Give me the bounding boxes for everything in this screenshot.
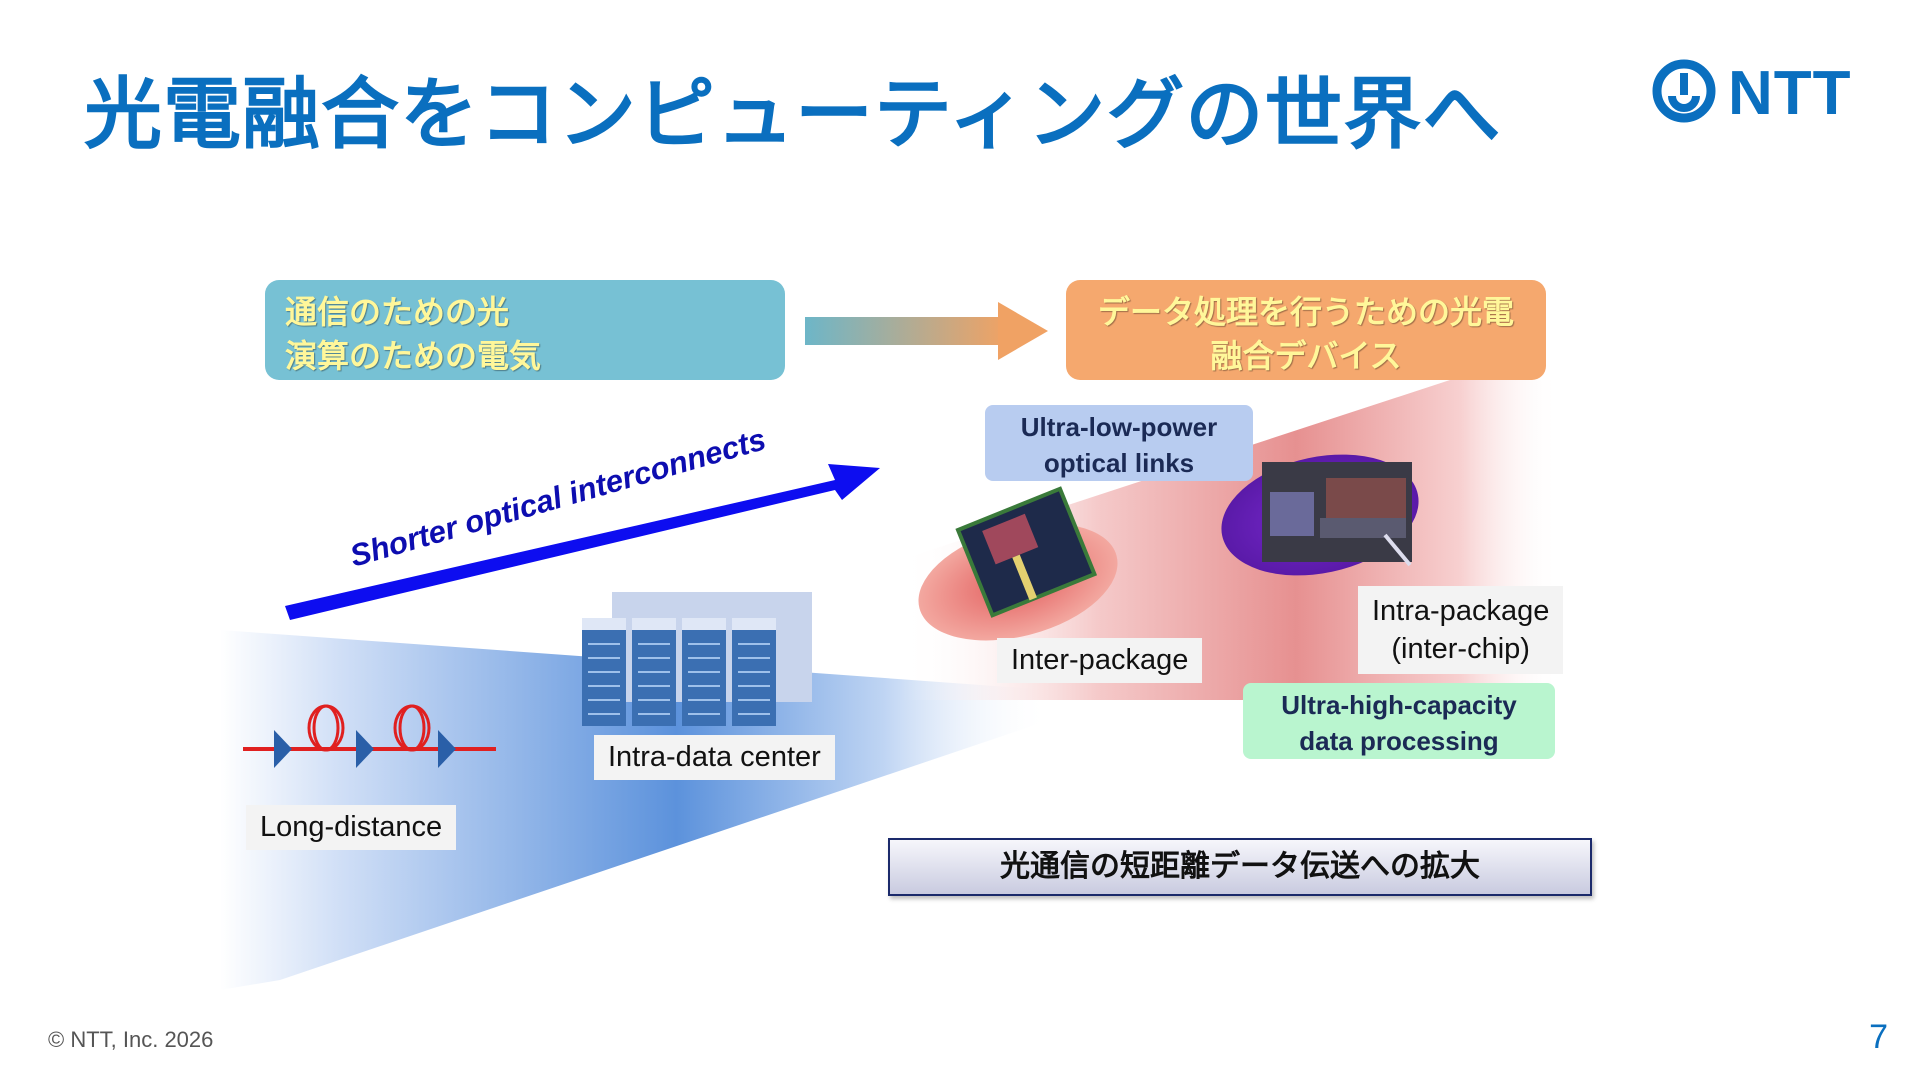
box-current-line2: 演算のための電気 xyxy=(285,337,542,375)
box-future: データ処理を行うための光電 融合デバイス xyxy=(1066,280,1546,380)
ultra-high-capacity-tag: Ultra-high-capacity data processing xyxy=(1243,683,1555,759)
tag-blue-line1: Ultra-low-power xyxy=(1020,412,1218,442)
box-future-line2: 融合デバイス xyxy=(1210,337,1402,375)
page-number: 7 xyxy=(1869,1018,1888,1056)
box-future-line1: データ処理を行うための光電 xyxy=(1097,293,1514,331)
box-current-line1: 通信のための光 xyxy=(285,293,510,331)
fiber-link-icon xyxy=(243,704,496,768)
ntt-logo-text: NTT xyxy=(1728,59,1852,128)
tag-green-line1: Ultra-high-capacity xyxy=(1281,690,1517,720)
shorter-interconnects-arrow xyxy=(285,464,880,620)
tag-green-line2: data processing xyxy=(1299,726,1499,756)
intra-package-line1: Intra-package xyxy=(1372,595,1550,627)
ntt-logo-mark-icon xyxy=(1652,59,1716,123)
inter-package-chip-icon xyxy=(955,486,1098,618)
summary-banner: 光通信の短距離データ伝送への拡大 xyxy=(888,838,1592,896)
intra-package-chip-icon xyxy=(1262,462,1412,567)
transition-arrow-head xyxy=(998,302,1048,360)
server-rack-icon xyxy=(582,592,812,726)
long-distance-label: Long-distance xyxy=(246,805,457,850)
intra-package-line2: (inter-chip) xyxy=(1391,633,1530,665)
intra-package-label: Intra-package (inter-chip) xyxy=(1358,586,1564,674)
page-title: 光電融合をコンピューティングの世界へ xyxy=(84,70,1502,160)
intra-data-center-label: Intra-data center xyxy=(594,735,835,780)
transition-arrow-body xyxy=(805,317,1005,345)
tag-blue-line2: optical links xyxy=(1043,448,1195,478)
ultra-low-power-tag: Ultra-low-power optical links xyxy=(985,405,1253,481)
box-current: 通信のための光 演算のための電気 xyxy=(265,280,785,380)
ntt-logo: NTT xyxy=(1650,56,1852,128)
copyright-footer: © NTT, Inc. 2026 xyxy=(48,1027,214,1052)
inter-package-label: Inter-package xyxy=(997,638,1203,683)
